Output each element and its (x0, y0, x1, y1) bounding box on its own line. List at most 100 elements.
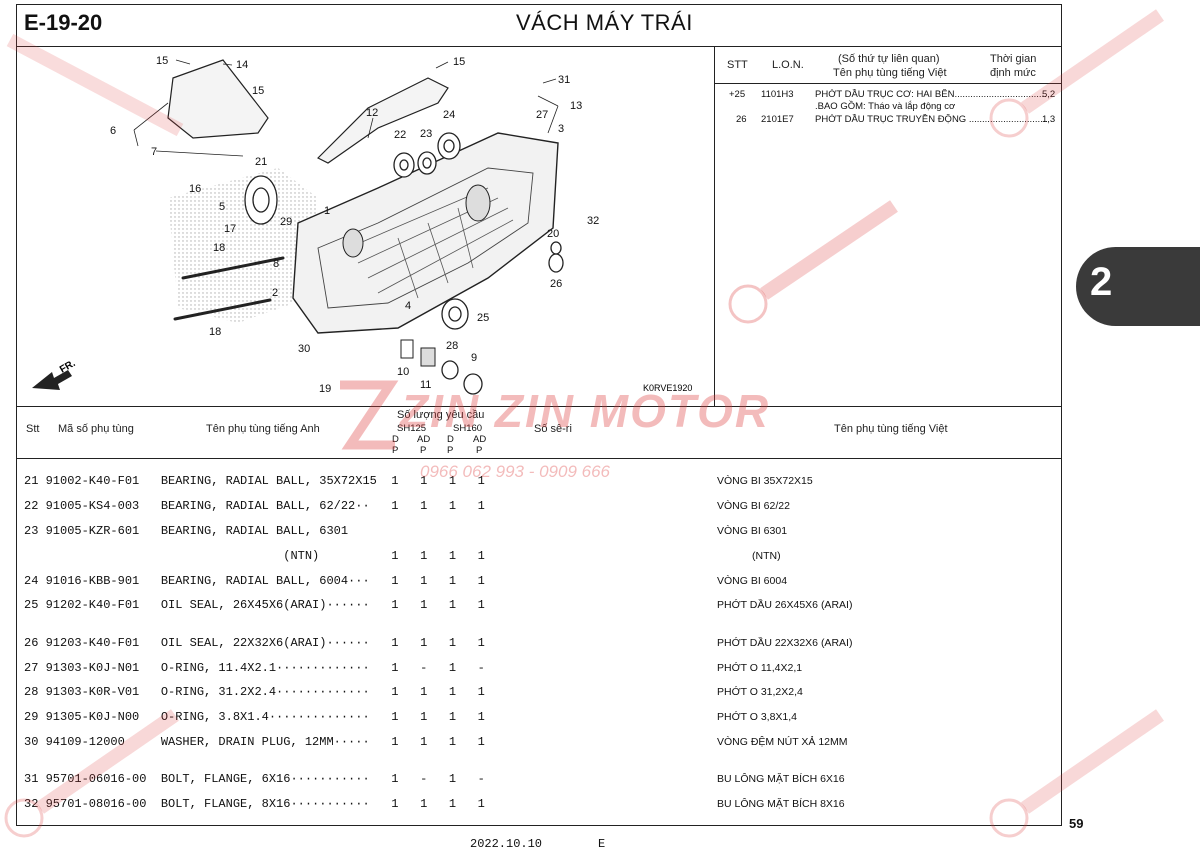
callout-30: 30 (298, 343, 310, 355)
front-label: FR. (58, 358, 78, 376)
col-stt: Stt (26, 423, 40, 435)
callout-16: 16 (189, 183, 201, 195)
watermark-brand: ZIN ZIN MOTOR (400, 385, 771, 437)
qty-sub-ad: AD (417, 434, 431, 445)
ref-row-desc: PHỚT DẦU TRỤC TRUYỀN ĐỘNG ..............… (815, 114, 1047, 125)
section-tab-number: 2 (1090, 260, 1113, 304)
table-cell-vn: BU LÔNG MẶT BÍCH 6X16 (717, 773, 845, 786)
callout-12: 12 (366, 107, 378, 119)
watermark-logo-icon (340, 380, 399, 450)
table-cell-vn: BU LÔNG MẶT BÍCH 8X16 (717, 797, 845, 810)
ref-col-stt: STT (727, 59, 748, 71)
callout-20: 20 (547, 228, 559, 240)
watermark-stamp-icon (989, 709, 1164, 838)
table-row: 24 91016-KBB-901 BEARING, RADIAL BALL, 6… (24, 573, 485, 588)
table-row: 22 91005-KS4-003 BEARING, RADIAL BALL, 6… (24, 499, 485, 514)
watermark-stamp-icon (728, 200, 898, 324)
table-cell-vn: PHỚT DẦU 22X32X6 (ARAI) (717, 636, 853, 649)
section-code: E-19-20 (24, 10, 103, 35)
callout-11: 11 (420, 379, 431, 391)
ref-table-header-line (714, 83, 1062, 84)
callout-10: 10 (397, 366, 409, 378)
figure-code: K0RVE1920 (643, 383, 692, 393)
callout-29: 29 (280, 216, 292, 228)
table-cell-vn: PHỚT O 31,2X2,4 (717, 686, 803, 699)
callout-23: 23 (420, 128, 432, 140)
model-sh125: SH125 (397, 423, 427, 434)
section-tab: 2 (1076, 247, 1200, 326)
model-sh160: SH160 (453, 423, 483, 434)
ref-row-lon: 2101E7 (761, 114, 794, 125)
qty-sub-p: P (447, 445, 454, 456)
table-cell-vn: VÒNG BI 62/22 (717, 500, 790, 513)
table-header-divider (16, 458, 1062, 459)
table-row: (NTN) 1 1 1 1 (24, 548, 485, 563)
callout-21: 21 (255, 156, 267, 168)
callout-27: 27 (536, 109, 548, 121)
table-row: 23 91005-KZR-601 BEARING, RADIAL BALL, 6… (24, 524, 349, 539)
vietnamese-names: VÒNG BI 35X72X15 VÒNG BI 62/22 VÒNG BI 6… (717, 463, 852, 823)
ref-row-time: 5,2 (1042, 89, 1055, 100)
table-cell-vn: PHỚT O 3,8X1,4 (717, 711, 798, 724)
callout-7: 7 (151, 146, 157, 158)
callout-22: 22 (394, 129, 406, 141)
table-row: 32 95701-08016-00 BOLT, FLANGE, 8X16····… (24, 796, 485, 811)
col-serial: Số sê-ri (534, 423, 572, 435)
col-part-number: Mã số phụ tùng (58, 423, 134, 435)
callout-15: 15 (156, 55, 168, 67)
ref-row-lon: 1101H3 (761, 89, 794, 100)
callout-28: 28 (446, 340, 458, 352)
table-cell-vn: PHỚT O 11,4X2,1 (717, 661, 803, 674)
qty-sub-d: D (392, 434, 399, 445)
qty-sub-p: P (476, 445, 483, 456)
header-divider (16, 46, 1062, 47)
cover-part (167, 59, 269, 139)
qty-sub-d: D (447, 434, 454, 445)
callout-8: 8 (273, 258, 279, 270)
ref-col-time-2: định mức (990, 67, 1036, 79)
callout-1: 1 (324, 205, 330, 217)
col-name-vietnamese: Tên phụ tùng tiếng Việt (834, 423, 948, 435)
table-row: 26 91203-K40-F01 OIL SEAL, 22X32X6(ARAI)… (24, 635, 485, 650)
table-row: 31 95701-06016-00 BOLT, FLANGE, 6X16····… (24, 772, 485, 787)
callout-25: 25 (477, 312, 489, 324)
callout-3: 3 (558, 123, 564, 135)
callout-5: 5 (219, 201, 225, 213)
table-row: 21 91002-K40-F01 BEARING, RADIAL BALL, 3… (24, 474, 485, 489)
ref-row-stt: 26 (736, 114, 747, 125)
table-cell-vn: VÒNG ĐỆM NÚT XẢ 12MM (717, 735, 848, 748)
callout-14: 14 (236, 59, 248, 71)
col-name-english: Tên phụ tùng tiếng Anh (206, 423, 320, 435)
table-cell-vn: (NTN) (717, 549, 781, 562)
callout-31: 31 (558, 74, 570, 86)
ref-row-stt: +25 (729, 89, 746, 100)
ref-col-time-1: Thời gian (990, 53, 1037, 65)
ref-row-desc: PHỚT DẦU TRỤC CƠ: HAI BÊN...............… (815, 89, 1047, 100)
parts-list: 21 91002-K40-F01 BEARING, RADIAL BALL, 3… (24, 463, 485, 823)
callout-15: 15 (252, 85, 264, 97)
callout-32: 32 (587, 215, 599, 227)
callout-18: 18 (213, 242, 225, 254)
callout-26: 26 (550, 278, 562, 290)
ref-row-time: 1,3 (1042, 114, 1056, 125)
table-cell-vn: VÒNG BI 35X72X15 (717, 475, 813, 488)
table-cell-vn: VÒNG BI 6301 (717, 525, 788, 538)
callout-15: 15 (453, 56, 465, 68)
table-row: 29 91305-K0J-N00 O-RING, 3.8X1.4········… (24, 710, 485, 725)
footer-edition: E (598, 837, 606, 851)
table-row: 27 91303-K0J-N01 O-RING, 11.4X2.1·······… (24, 660, 485, 675)
front-arrow-icon (32, 370, 72, 390)
callout-6: 6 (110, 125, 116, 137)
callout-17: 17 (224, 223, 236, 235)
ref-col-desc-2: Tên phụ tùng tiếng Việt (833, 67, 947, 79)
table-row: 25 91202-K40-F01 OIL SEAL, 26X45X6(ARAI)… (24, 598, 485, 613)
callout-4: 4 (405, 300, 411, 312)
callout-9: 9 (471, 352, 477, 364)
ref-row-note: .BAO GỒM: Tháo và lắp động cơ (815, 101, 956, 112)
table-row: 28 91303-K0R-V01 O-RING, 31.2X2.4·······… (24, 685, 485, 700)
page-title: VÁCH MÁY TRÁI (516, 10, 693, 35)
watermark-stamp-icon (989, 9, 1164, 138)
page-frame (16, 4, 1062, 826)
table-cell-vn: PHỚT DẦU 26X45X6 (ARAI) (717, 599, 853, 612)
table-cell-vn: VÒNG BI 6004 (717, 574, 788, 587)
